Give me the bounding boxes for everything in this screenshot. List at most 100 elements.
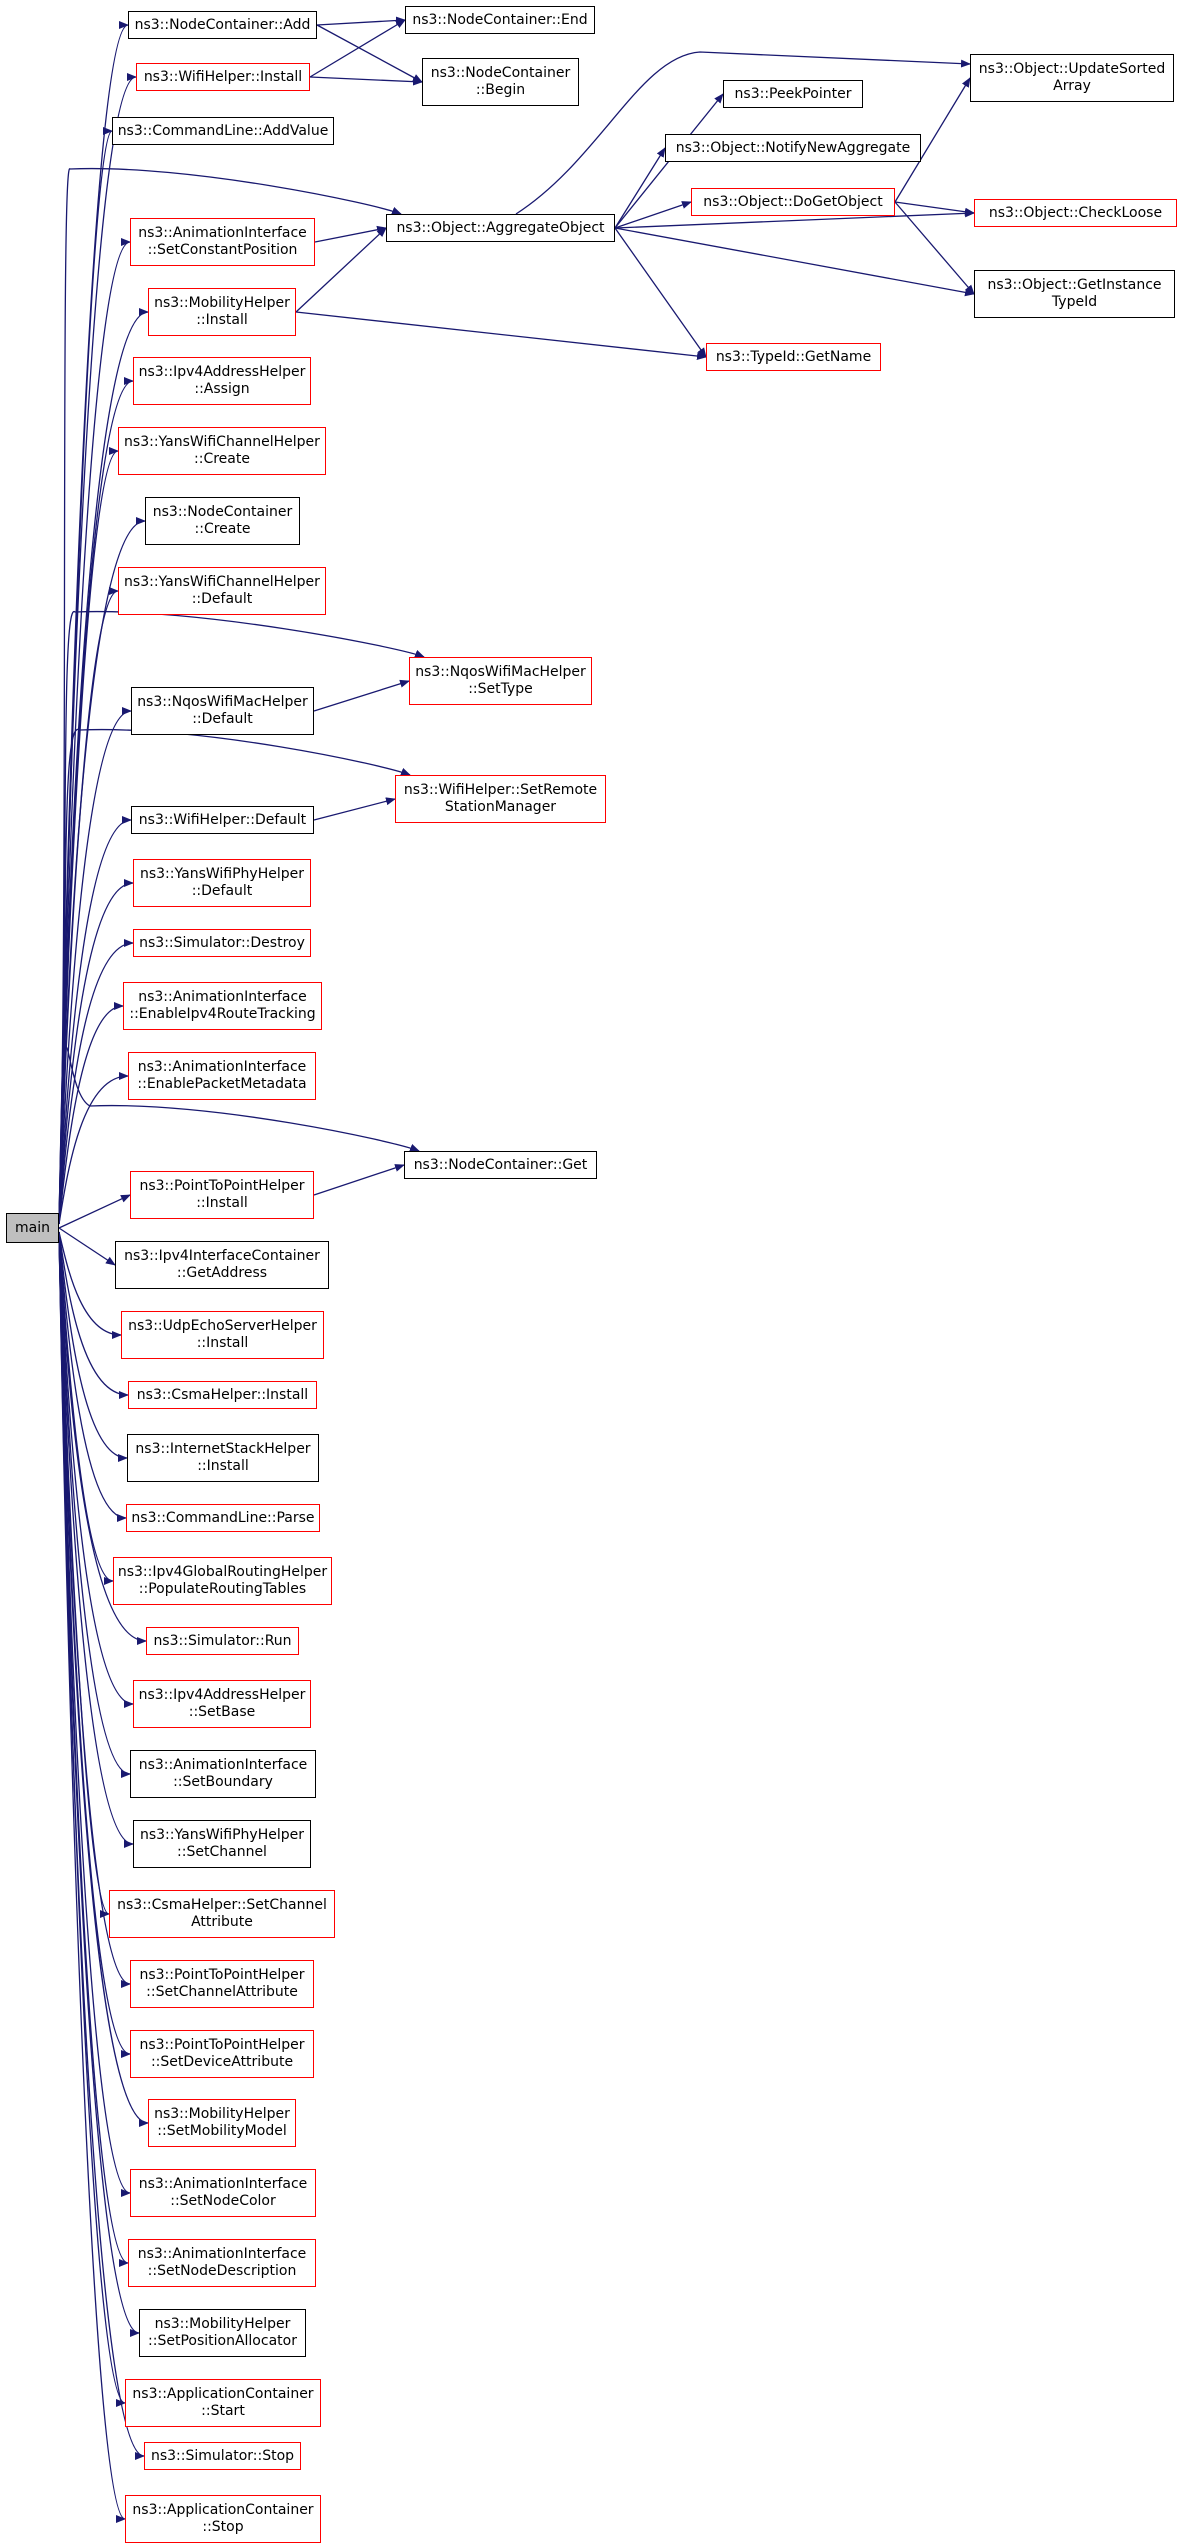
node-commandline-parse[interactable]: ns3::CommandLine::Parse xyxy=(126,1504,320,1532)
node-yanswifichannelhelper-create[interactable]: ns3::YansWifiChannelHelper::Create xyxy=(118,427,326,475)
node-label-line: ns3::PointToPointHelper xyxy=(139,1967,305,1983)
node-yanswifiphyhelper-setchannel[interactable]: ns3::YansWifiPhyHelper::SetChannel xyxy=(133,1820,311,1868)
node-label-line: ns3::WifiHelper::Install xyxy=(143,68,303,85)
node-label-line: ns3::AnimationInterface xyxy=(138,225,307,241)
node-label-line: ns3::CsmaHelper::Install xyxy=(136,1386,309,1403)
node-label-line: Attribute xyxy=(191,1914,253,1930)
node-label-line: ns3::Ipv4InterfaceContainer xyxy=(124,1248,320,1264)
node-ipv4globalroutinghelper-populateroutingtables[interactable]: ns3::Ipv4GlobalRoutingHelper::PopulateRo… xyxy=(113,1557,332,1605)
edge-main-anim_enablepkt xyxy=(58,1072,129,1225)
node-csmahelper-install[interactable]: ns3::CsmaHelper::Install xyxy=(128,1381,317,1409)
edge-obj_aggregate-obj_updatesorted xyxy=(515,51,971,215)
node-pointtopointhelper-setdeviceattribute[interactable]: ns3::PointToPointHelper::SetDeviceAttrib… xyxy=(130,2030,314,2078)
edge-mob_install-typeid_getname xyxy=(295,311,707,360)
node-ipv4addresshelper-setbase[interactable]: ns3::Ipv4AddressHelper::SetBase xyxy=(133,1680,311,1728)
node-label-line: ::SetType xyxy=(468,681,533,697)
edge-mob_install-obj_aggregate xyxy=(295,227,387,313)
node-label-line: ns3::Object::UpdateSorted xyxy=(978,61,1166,77)
node-simulator-stop[interactable]: ns3::Simulator::Stop xyxy=(144,2442,301,2470)
edge-obj_aggregate-obj_checkloose xyxy=(614,209,975,229)
node-animationinterface-setnodedescription[interactable]: ns3::AnimationInterface::SetNodeDescript… xyxy=(128,2239,316,2287)
node-internetstackhelper-install[interactable]: ns3::InternetStackHelper::Install xyxy=(127,1434,319,1482)
node-nodecontainer-end[interactable]: ns3::NodeContainer::End xyxy=(405,6,595,34)
node-label-line: ns3::YansWifiChannelHelper xyxy=(124,434,320,450)
edge-main-anim_enableipv4 xyxy=(58,1002,124,1225)
edge-obj_dogetobject-obj_updatesorted xyxy=(894,77,971,203)
node-label-line: ns3::CommandLine::Parse xyxy=(131,1509,315,1526)
node-main[interactable]: main xyxy=(6,1213,59,1243)
edge-nqos_default-nqos_settype xyxy=(313,679,410,712)
node-udpechoserverhelper-install[interactable]: ns3::UdpEchoServerHelper::Install xyxy=(121,1311,324,1359)
node-object-checkloose[interactable]: ns3::Object::CheckLoose xyxy=(974,199,1177,227)
node-object-aggregateobject[interactable]: ns3::Object::AggregateObject xyxy=(386,214,615,242)
node-label-line: ns3::AnimationInterface xyxy=(137,2246,307,2262)
node-yanswifichannelhelper-default[interactable]: ns3::YansWifiChannelHelper::Default xyxy=(118,567,326,615)
node-nodecontainer-add[interactable]: ns3::NodeContainer::Add xyxy=(128,11,317,39)
node-label-line: ns3::MobilityHelper xyxy=(154,295,290,311)
node-label-line: ns3::NodeContainer::Get xyxy=(413,1156,588,1173)
node-ipv4addresshelper-assign[interactable]: ns3::Ipv4AddressHelper::Assign xyxy=(133,357,311,405)
node-animationinterface-setnodecolor[interactable]: ns3::AnimationInterface::SetNodeColor xyxy=(130,2169,316,2217)
node-label-line: ::Create xyxy=(194,451,250,467)
node-mobilityhelper-install[interactable]: ns3::MobilityHelper::Install xyxy=(148,288,296,336)
edge-main-app_stop xyxy=(58,1231,126,2523)
node-pointtopointhelper-setchannelattribute[interactable]: ns3::PointToPointHelper::SetChannelAttri… xyxy=(130,1960,314,2008)
node-animationinterface-setboundary[interactable]: ns3::AnimationInterface::SetBoundary xyxy=(130,1750,316,1798)
node-typeid-getname[interactable]: ns3::TypeId::GetName xyxy=(706,343,881,371)
node-mobilityhelper-setmobilitymodel[interactable]: ns3::MobilityHelper::SetMobilityModel xyxy=(148,2099,296,2147)
node-label-line: ns3::NodeContainer xyxy=(152,504,293,520)
node-label-line: ns3::Simulator::Stop xyxy=(150,2447,295,2464)
node-label-line: ns3::InternetStackHelper xyxy=(135,1441,311,1457)
node-object-notifynewaggregate[interactable]: ns3::Object::NotifyNewAggregate xyxy=(665,134,921,162)
node-pointtopointhelper-install[interactable]: ns3::PointToPointHelper::Install xyxy=(130,1171,314,1219)
node-object-dogetobject[interactable]: ns3::Object::DoGetObject xyxy=(691,188,895,216)
edge-main-p2p_install xyxy=(58,1194,131,1229)
node-label-line: ::Begin xyxy=(475,82,526,98)
node-nodecontainer-create[interactable]: ns3::NodeContainer::Create xyxy=(145,497,300,545)
node-wifihelper-install[interactable]: ns3::WifiHelper::Install xyxy=(136,63,310,91)
node-label-line: ::SetMobilityModel xyxy=(157,2123,287,2139)
node-nodecontainer-get[interactable]: ns3::NodeContainer::Get xyxy=(404,1151,597,1179)
node-nqoswifimachelper-default[interactable]: ns3::NqosWifiMacHelper::Default xyxy=(131,687,314,735)
edge-main-yansphy_default xyxy=(58,879,134,1225)
node-label-line: ns3::AnimationInterface xyxy=(137,1059,307,1075)
node-simulator-destroy[interactable]: ns3::Simulator::Destroy xyxy=(133,929,311,957)
node-animationinterface-enableipv4routetracking[interactable]: ns3::AnimationInterface::EnableIpv4Route… xyxy=(123,982,322,1030)
edge-main-wifi_setremote xyxy=(58,728,411,1223)
node-yanswifiphyhelper-default[interactable]: ns3::YansWifiPhyHelper::Default xyxy=(133,859,311,907)
node-label-line: ::Default xyxy=(192,711,253,727)
edge-main-cl_parse xyxy=(58,1231,127,1522)
node-nodecontainer-begin[interactable]: ns3::NodeContainer::Begin xyxy=(422,58,579,106)
edge-main-csma_install xyxy=(58,1231,129,1399)
node-label-line: ::PopulateRoutingTables xyxy=(138,1581,307,1597)
node-label-line: ns3::AnimationInterface xyxy=(138,1757,308,1773)
edge-main-yanschan_default xyxy=(58,587,119,1225)
node-wifihelper-default[interactable]: ns3::WifiHelper::Default xyxy=(131,806,314,834)
node-mobilityhelper-setpositionallocator[interactable]: ns3::MobilityHelper::SetPositionAllocato… xyxy=(139,2309,306,2357)
node-commandline-addvalue[interactable]: ns3::CommandLine::AddValue xyxy=(112,117,334,145)
node-animationinterface-setconstantposition[interactable]: ns3::AnimationInterface::SetConstantPosi… xyxy=(130,218,315,266)
node-label-line: ns3::YansWifiChannelHelper xyxy=(124,574,320,590)
node-label-line: ::SetDeviceAttribute xyxy=(150,2054,294,2070)
edge-wifi_install-nc_end xyxy=(309,19,406,78)
node-label-line: ns3::Simulator::Run xyxy=(153,1632,292,1649)
node-label-line: ns3::PointToPointHelper xyxy=(139,2037,305,2053)
node-label-line: ns3::MobilityHelper xyxy=(154,2316,291,2332)
node-ipv4interfacecontainer-getaddress[interactable]: ns3::Ipv4InterfaceContainer::GetAddress xyxy=(115,1241,329,1289)
node-peekpointer[interactable]: ns3::PeekPointer xyxy=(723,80,863,108)
node-animationinterface-enablepacketmetadata[interactable]: ns3::AnimationInterface::EnablePacketMet… xyxy=(128,1052,316,1100)
node-label-line: ns3::NqosWifiMacHelper xyxy=(415,664,586,680)
edge-wifi_default-wifi_setremote xyxy=(313,797,396,821)
node-label-line: main xyxy=(15,1219,50,1236)
node-label-line: ::Install xyxy=(196,1335,249,1351)
node-simulator-run[interactable]: ns3::Simulator::Run xyxy=(146,1627,299,1655)
node-nqoswifimachelper-settype[interactable]: ns3::NqosWifiMacHelper::SetType xyxy=(409,657,592,705)
node-applicationcontainer-stop[interactable]: ns3::ApplicationContainer::Stop xyxy=(125,2495,321,2543)
node-applicationcontainer-start[interactable]: ns3::ApplicationContainer::Start xyxy=(125,2379,321,2427)
edge-nc_add-nc_end xyxy=(316,16,406,26)
